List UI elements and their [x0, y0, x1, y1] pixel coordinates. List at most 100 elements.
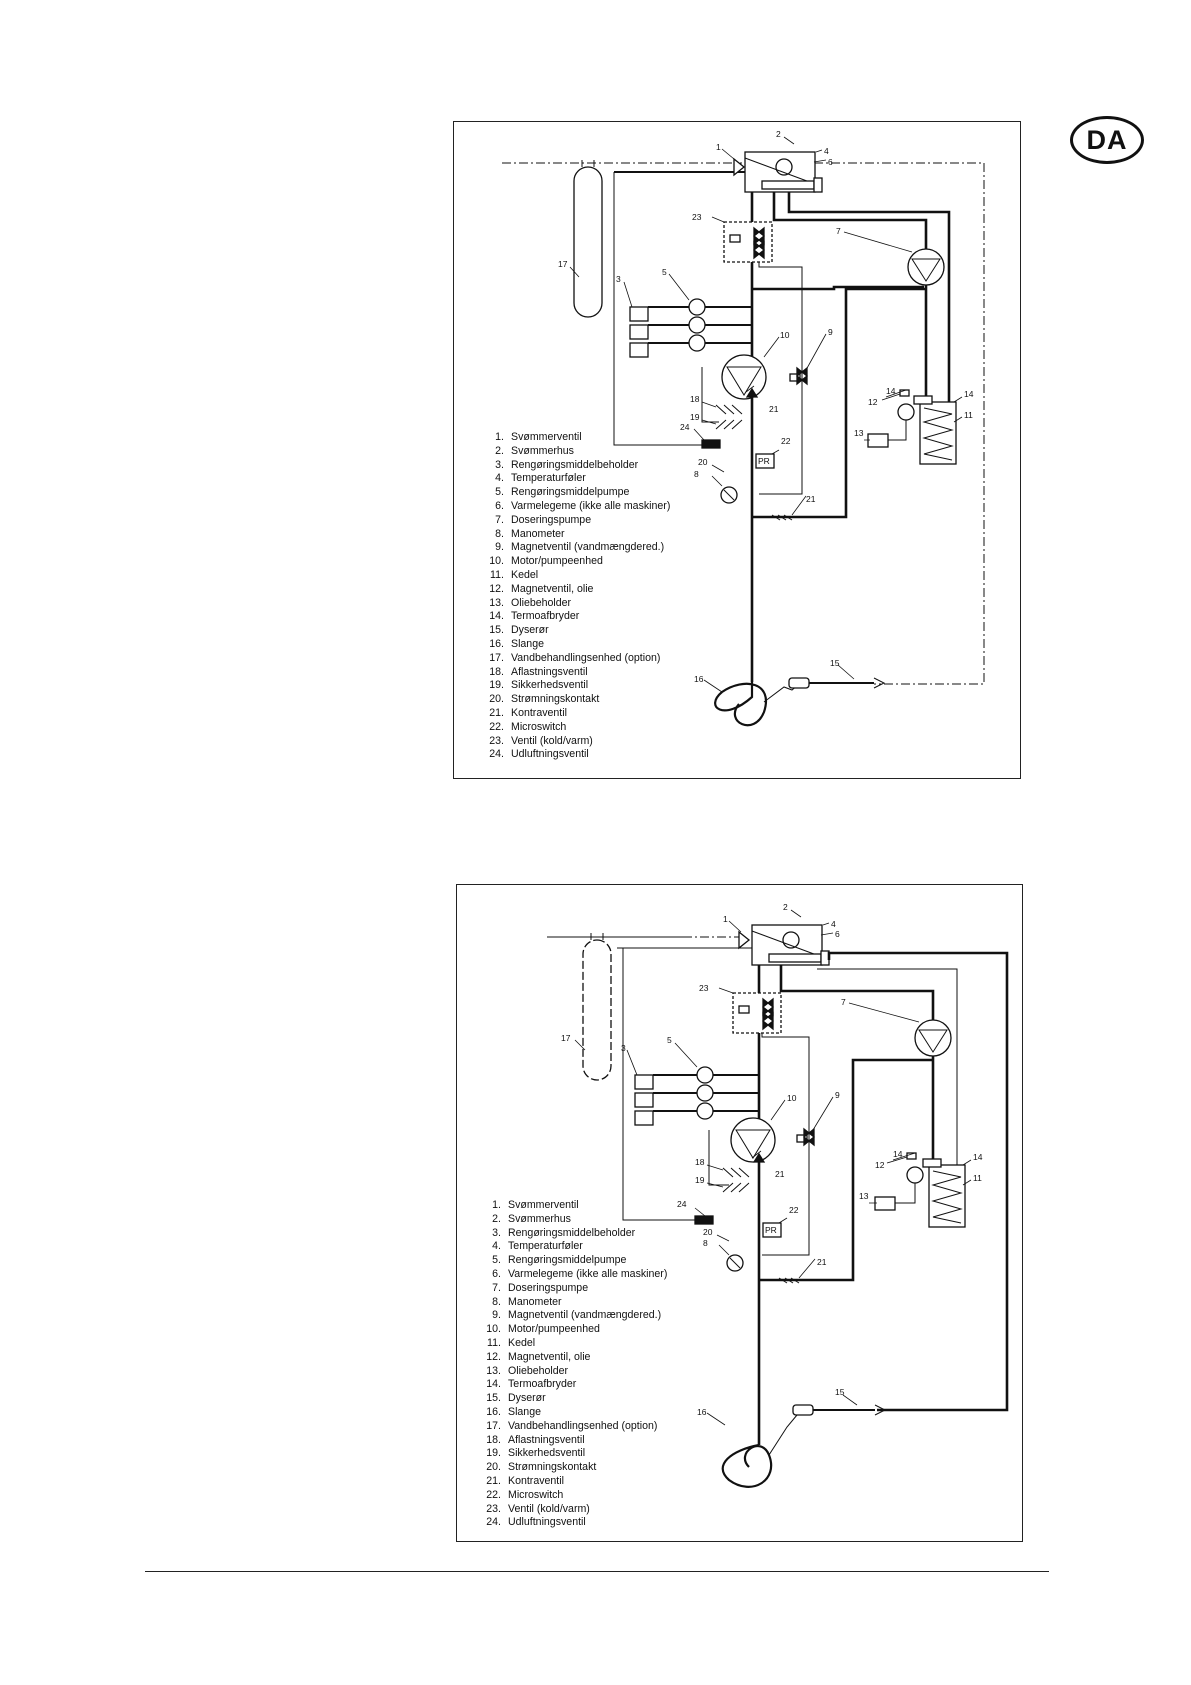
- callout-10: 10: [780, 330, 790, 340]
- diagram-frame-2: PR 1 2 4 6 23 7 17 3 5 10 9 18 19 21 24 …: [456, 884, 1023, 1542]
- detergent-pump-2: [696, 1084, 714, 1102]
- callout-15: 15: [830, 658, 840, 668]
- legend-item: 17.Vandbehandlingsenhed (option): [489, 651, 661, 664]
- legend-item: 9.Magnetventil (vandmængdered.): [492, 1309, 662, 1322]
- detergent-tank-1: [629, 306, 649, 322]
- legend-item: 11.Kedel: [487, 1336, 536, 1349]
- legend-item: 17.Vandbehandlingsenhed (option): [486, 1419, 658, 1432]
- legend-2: 1.Svømmerventil 2.Svømmerhus 3.Rengøring…: [479, 1199, 667, 1530]
- legend-item: 2.Svømmerhus: [492, 1212, 571, 1225]
- legend-item: 5.Rengøringsmiddelpumpe: [495, 486, 630, 499]
- legend-item: 18.Aflastningsventil: [489, 665, 588, 678]
- legend-item: 13.Oliebeholder: [489, 596, 572, 609]
- callout-4: 4: [824, 146, 829, 156]
- legend-item: 8.Manometer: [492, 1295, 562, 1308]
- detergent-tank-2: [634, 1092, 654, 1108]
- legend-item: 8.Manometer: [495, 527, 565, 540]
- water-treatment-tank: [573, 166, 603, 318]
- oil-tank: [874, 1196, 896, 1211]
- detergent-pump-3: [688, 334, 706, 352]
- legend-item: 16.Slange: [489, 637, 544, 650]
- callout-1: 1: [723, 914, 728, 924]
- legend-item: 3.Rengøringsmiddelbeholder: [492, 1226, 636, 1239]
- motor-pump-unit: [721, 354, 767, 400]
- callout-14b: 14: [973, 1152, 983, 1162]
- vent-valve: [701, 439, 721, 449]
- callout-1: 1: [716, 142, 721, 152]
- legend-item: 13.Oliebeholder: [486, 1364, 569, 1377]
- legend-1: 1.Svømmerventil 2.Svømmerhus 3.Rengøring…: [482, 431, 670, 762]
- callout-24: 24: [677, 1199, 687, 1209]
- callout-15: 15: [835, 1387, 845, 1397]
- hose: [714, 682, 767, 727]
- callout-23: 23: [699, 983, 709, 993]
- callout-18: 18: [695, 1157, 705, 1167]
- motor-pump-unit: [730, 1117, 776, 1163]
- detergent-pump-3: [696, 1102, 714, 1120]
- callout-18: 18: [690, 394, 700, 404]
- legend-item: 21.Kontraventil: [489, 706, 567, 719]
- callout-22: 22: [789, 1205, 799, 1215]
- callout-8: 8: [694, 469, 699, 479]
- callout-9: 9: [828, 327, 833, 337]
- legend-item: 16.Slange: [486, 1405, 541, 1418]
- callout-24: 24: [680, 422, 690, 432]
- pr-label: PR: [765, 1225, 777, 1235]
- legend-item: 21.Kontraventil: [486, 1474, 564, 1487]
- legend-item: 23.Ventil (kold/varm): [489, 734, 593, 747]
- language-badge: DA: [1070, 116, 1144, 164]
- callout-12: 12: [868, 397, 878, 407]
- callout-2: 2: [776, 129, 781, 139]
- callout-21b: 21: [806, 494, 816, 504]
- callout-2: 2: [783, 902, 788, 912]
- callout-5: 5: [667, 1035, 672, 1045]
- legend-item: 15.Dyserør: [489, 624, 549, 637]
- detergent-tank-3: [634, 1110, 654, 1126]
- legend-item: 12.Magnetventil, olie: [489, 582, 594, 595]
- callout-20: 20: [703, 1227, 713, 1237]
- schematic-2: PR 1 2 4 6 23 7 17 3 5 10 9 18 19 21 24 …: [547, 902, 1009, 1488]
- callout-17: 17: [561, 1033, 571, 1043]
- legend-item: 14.Termoafbryder: [486, 1378, 577, 1391]
- legend-item: 7.Doseringspumpe: [492, 1281, 589, 1294]
- callout-7: 7: [836, 226, 841, 236]
- callout-13: 13: [859, 1191, 869, 1201]
- legend-item: 20.Strømningskontakt: [489, 693, 600, 706]
- detergent-tank-1: [634, 1074, 654, 1090]
- callout-12: 12: [875, 1160, 885, 1170]
- water-treatment-tank: [582, 939, 612, 1081]
- dosing-pump: [914, 1019, 952, 1057]
- callout-17: 17: [558, 259, 568, 269]
- microswitch: [762, 1222, 782, 1238]
- callout-8: 8: [703, 1238, 708, 1248]
- callout-3: 3: [621, 1043, 626, 1053]
- callout-6: 6: [835, 929, 840, 939]
- legend-item: 1.Svømmerventil: [495, 431, 582, 443]
- callout-21a: 21: [769, 404, 779, 414]
- spray-gun: [788, 677, 810, 689]
- detergent-tank-3: [629, 342, 649, 358]
- callout-16: 16: [697, 1407, 707, 1417]
- float-valve: [738, 930, 751, 950]
- diagram-frame-1: PR 1 2 4 6 23 7 17 3 5 10 9 18 19 21 24 …: [453, 121, 1021, 779]
- callout-21a: 21: [775, 1169, 785, 1179]
- schematic-1: PR 1 2 4 6 23 7 17 3 5 10 9 18 19 21 24 …: [502, 129, 985, 727]
- spray-gun: [792, 1404, 814, 1416]
- legend-item: 22.Microswitch: [489, 720, 567, 733]
- callout-20: 20: [698, 457, 708, 467]
- legend-item: 14.Termoafbryder: [489, 610, 580, 623]
- detergent-pump-2: [688, 316, 706, 334]
- legend-item: 6.Varmelegeme (ikke alle maskiner): [492, 1267, 668, 1280]
- legend-item: 3.Rengøringsmiddelbeholder: [495, 458, 639, 471]
- callout-10: 10: [787, 1093, 797, 1103]
- callout-14a: 14: [893, 1149, 903, 1159]
- callout-9: 9: [835, 1090, 840, 1100]
- hose: [721, 1443, 773, 1488]
- oil-tank: [867, 433, 889, 448]
- float-valve: [733, 157, 746, 177]
- legend-item: 22.Microswitch: [486, 1488, 564, 1501]
- callout-6: 6: [828, 157, 833, 167]
- callout-11: 11: [973, 1173, 982, 1183]
- legend-item: 24.Udluftningsventil: [486, 1516, 586, 1529]
- dosing-pump: [907, 248, 945, 286]
